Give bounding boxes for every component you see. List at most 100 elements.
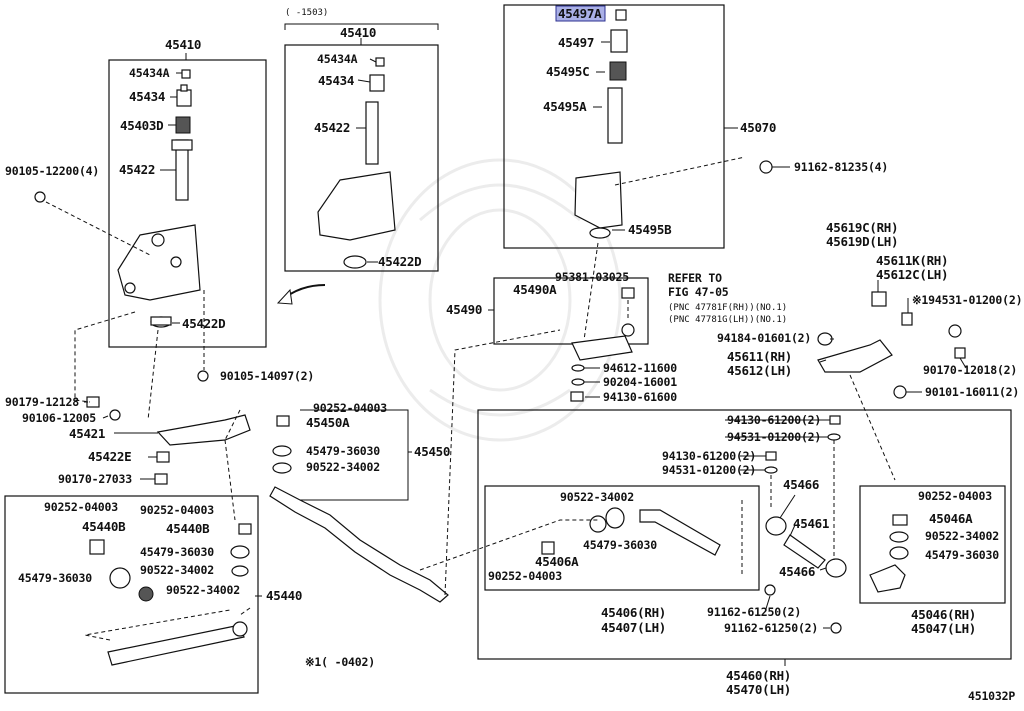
part-90522-34002-a bbox=[272, 462, 292, 474]
label-45466-a: 45466 bbox=[783, 477, 819, 492]
part-center-rod-45450 bbox=[269, 486, 449, 603]
part-94130-61600 bbox=[570, 391, 584, 402]
label-94184-01601: 94184-01601(2) bbox=[717, 331, 811, 345]
label-45070: 45070 bbox=[740, 120, 776, 135]
label-45440b-1: 45440B bbox=[82, 519, 126, 534]
box-45440 bbox=[4, 495, 259, 694]
part-bracket-right bbox=[317, 171, 396, 241]
label-45410-right: 45410 bbox=[340, 25, 376, 40]
label-94130-61200-b: 94130-61200(2) bbox=[662, 449, 756, 463]
label-94130-61200-a: 94130-61200(2) bbox=[727, 413, 821, 427]
part-94531-01200-b bbox=[764, 466, 778, 474]
label-45479-36030-e: 45479-36030 bbox=[925, 548, 999, 562]
part-45479-36030-e bbox=[889, 546, 909, 560]
label-45422-left: 45422 bbox=[119, 162, 155, 177]
part-45406a bbox=[541, 541, 555, 555]
label-45497a[interactable]: 45497A bbox=[558, 6, 602, 21]
part-tie-rod-45440 bbox=[107, 624, 245, 666]
label-45440b-2: 45440B bbox=[166, 521, 210, 536]
part-ball-45490 bbox=[621, 323, 635, 337]
label-45434a-right: 45434A bbox=[317, 52, 358, 66]
part-90522-34002-d bbox=[589, 515, 607, 533]
part-bushing-45422d-left bbox=[150, 316, 172, 328]
part-cap-45497a bbox=[615, 9, 627, 21]
part-ball-45440 bbox=[232, 621, 248, 637]
label-45046a: 45046A bbox=[929, 511, 973, 526]
label-90252-04003-b: 90252-04003 bbox=[44, 500, 118, 514]
label-90252-04003-a: 90252-04003 bbox=[313, 401, 387, 415]
part-45479-36030-b bbox=[109, 567, 131, 589]
label-45450: 45450 bbox=[414, 444, 450, 459]
part-45497 bbox=[610, 29, 628, 53]
label-45460: 45460(RH) bbox=[726, 668, 791, 683]
label-90522-34002-a: 90522-34002 bbox=[306, 460, 380, 474]
label-45612: 45612(LH) bbox=[727, 363, 792, 378]
label-45422d-right: 45422D bbox=[378, 254, 421, 269]
label-45611k: 45611K(RH) bbox=[876, 253, 948, 268]
label-45611: 45611(RH) bbox=[727, 349, 792, 364]
label-45407: 45407(LH) bbox=[601, 620, 666, 635]
label-45403d: 45403D bbox=[120, 118, 163, 133]
label-45479-36030-a: 45479-36030 bbox=[306, 444, 380, 458]
label-90105-14097: 90105-14097(2) bbox=[220, 369, 314, 383]
part-94130-61200-b bbox=[765, 451, 777, 461]
box-45410-left bbox=[108, 59, 267, 348]
label-45479-36030-c: 45479-36030 bbox=[140, 545, 214, 559]
label-90204-16001: 90204-16001 bbox=[603, 375, 677, 389]
part-194531 bbox=[948, 324, 962, 338]
label-90252-04003-e: 90252-04003 bbox=[918, 489, 992, 503]
label-94612-11600: 94612-11600 bbox=[603, 361, 677, 375]
part-90106-12005 bbox=[109, 409, 121, 421]
part-90170-12018 bbox=[954, 347, 966, 359]
label-45422-right: 45422 bbox=[314, 120, 350, 135]
part-sleeve-45461 bbox=[783, 534, 826, 569]
label-45047: 45047(LH) bbox=[911, 621, 976, 636]
label-91162-81235: 91162-81235(4) bbox=[794, 160, 888, 174]
part-45619c bbox=[871, 291, 887, 307]
label-refer-to: REFER TO bbox=[668, 271, 722, 285]
diagram-code: 451032P bbox=[968, 689, 1015, 703]
label-90105-12200: 90105-12200(4) bbox=[5, 164, 99, 178]
part-90204-16001 bbox=[571, 378, 585, 386]
part-arm-45611 bbox=[817, 339, 893, 373]
part-cap-45434-right bbox=[369, 74, 385, 92]
label-194531: ※194531-01200(2) bbox=[912, 293, 1022, 307]
label-45495b: 45495B bbox=[628, 222, 672, 237]
part-ball-joint-45046 bbox=[869, 564, 906, 593]
part-45479-36030-c bbox=[230, 545, 250, 559]
part-94130-61200-a bbox=[829, 415, 841, 425]
leader-lines bbox=[84, 38, 967, 666]
part-90105-14097 bbox=[197, 370, 209, 382]
label-45410-left: 45410 bbox=[165, 37, 201, 52]
highlight-45497a[interactable] bbox=[555, 5, 606, 22]
part-91162-61250-a bbox=[764, 584, 776, 596]
part-45479-36030-a bbox=[272, 445, 292, 457]
part-90179-12128 bbox=[86, 396, 100, 408]
part-nut-45490a bbox=[621, 287, 635, 299]
part-90101-16011 bbox=[893, 385, 907, 399]
part-bracket-left bbox=[117, 224, 201, 301]
label-fig-47-05: FIG 47-05 bbox=[668, 285, 729, 299]
label-45434a-left: 45434A bbox=[129, 66, 170, 80]
part-cap-45434-left bbox=[176, 84, 192, 107]
label-94130-61600: 94130-61600 bbox=[603, 390, 677, 404]
box-45070 bbox=[503, 4, 725, 249]
part-94184-01601 bbox=[817, 332, 833, 346]
label-45490: 45490 bbox=[446, 302, 482, 317]
label-45421: 45421 bbox=[69, 426, 105, 441]
label-45466-b: 45466 bbox=[779, 564, 815, 579]
bolt-90105-12200 bbox=[34, 191, 46, 203]
label-45461: 45461 bbox=[793, 516, 829, 531]
label-variant-range: ( -1503) bbox=[285, 8, 328, 18]
box-45460 bbox=[477, 409, 1012, 660]
label-45450a: 45450A bbox=[306, 415, 350, 430]
part-cap-45434a-left bbox=[181, 69, 191, 79]
bracket-45450 bbox=[300, 409, 412, 501]
label-90170-27033: 90170-27033 bbox=[58, 472, 132, 486]
box-45046 bbox=[859, 485, 1006, 604]
label-94531-01200-b: 94531-01200(2) bbox=[662, 463, 756, 477]
label-45440: 45440 bbox=[266, 588, 302, 603]
label-45470: 45470(LH) bbox=[726, 682, 791, 697]
